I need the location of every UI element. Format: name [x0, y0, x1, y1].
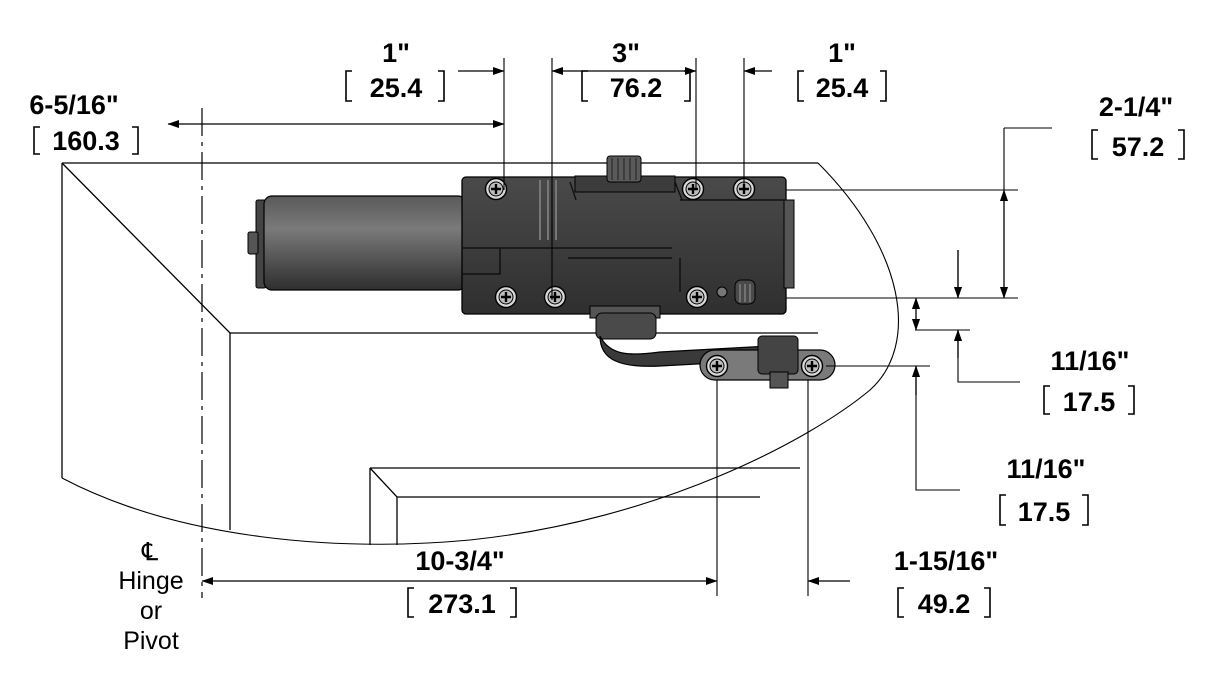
- svg-text:6-5/16": 6-5/16": [29, 90, 118, 120]
- svg-text:25.4: 25.4: [370, 73, 423, 103]
- dim-shoe-width: 1-15/16" 49.2: [894, 546, 998, 619]
- svg-text:Hinge: Hinge: [118, 567, 183, 595]
- svg-text:Pivot: Pivot: [123, 627, 179, 655]
- door-frame: [61, 162, 899, 545]
- svg-text:10-3/4": 10-3/4": [415, 546, 504, 576]
- svg-text:or: or: [140, 597, 162, 625]
- svg-text:76.2: 76.2: [610, 73, 663, 103]
- centerline-label: ℄ Hinge or Pivot: [118, 538, 183, 655]
- svg-text:25.4: 25.4: [816, 73, 869, 103]
- svg-text:3": 3": [612, 38, 640, 68]
- dim-arm-shoe: 11/16" 17.5: [999, 454, 1089, 527]
- svg-text:1": 1": [828, 38, 856, 68]
- svg-text:2-1/4": 2-1/4": [1099, 92, 1173, 122]
- closer-cylinder: [247, 195, 467, 291]
- svg-text:17.5: 17.5: [1063, 387, 1116, 417]
- closer-arm: [589, 305, 836, 389]
- dim-offset-right: 1" 25.4: [797, 38, 887, 103]
- dim-offset-left: 1" 25.4: [345, 38, 445, 103]
- closer-body: [461, 155, 795, 315]
- dim-overall-height: 6-5/16" 160.3: [29, 90, 139, 156]
- dim-arm-gap: 11/16" 17.5: [1043, 346, 1135, 417]
- svg-text:17.5: 17.5: [1018, 497, 1071, 527]
- dim-bolt-spacing: 3" 76.2: [581, 38, 691, 103]
- extension-lines: [503, 58, 1052, 596]
- dimension-arrows: [167, 66, 1009, 586]
- svg-text:1-15/16": 1-15/16": [894, 546, 998, 576]
- dim-body-height: 2-1/4" 57.2: [1091, 92, 1185, 162]
- centerline-symbol: ℄: [141, 538, 158, 566]
- dim-shoe-distance: 10-3/4" 273.1: [407, 546, 517, 619]
- svg-text:49.2: 49.2: [918, 589, 971, 619]
- svg-text:160.3: 160.3: [52, 126, 120, 156]
- svg-text:11/16": 11/16": [1051, 346, 1130, 376]
- svg-text:1": 1": [382, 38, 410, 68]
- svg-text:273.1: 273.1: [428, 589, 496, 619]
- svg-text:57.2: 57.2: [1112, 132, 1165, 162]
- svg-text:11/16": 11/16": [1007, 454, 1086, 484]
